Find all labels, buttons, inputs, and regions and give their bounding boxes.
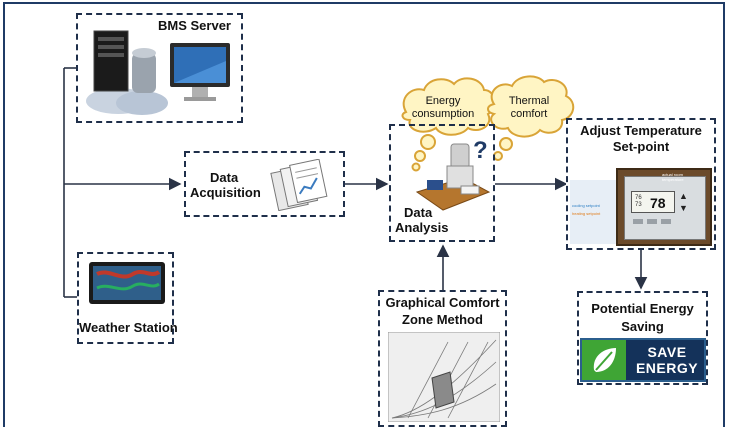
svg-text:?: ?: [473, 137, 488, 164]
energy-saving-box: Potential Energy Saving: [577, 291, 708, 385]
heating-setpoint-label: heating setpoint: [572, 211, 601, 216]
server-computer-icon: [86, 30, 230, 115]
data-analysis-box: ? Data Analysis: [389, 124, 495, 242]
comfort-cloud-line1: Thermal: [508, 95, 550, 107]
actual-temp-line2: temperature: [662, 177, 684, 182]
comfort-method-label-line1: Graphical Comfort: [385, 295, 500, 310]
thermostat-button-1[interactable]: [633, 219, 643, 224]
adjust-setpoint-label-line2: Set-point: [612, 139, 670, 154]
comfort-cloud-line2: comfort: [510, 108, 548, 120]
weather-station-label: Weather Station: [79, 320, 178, 335]
comfort-cloud-text: Thermal comfort: [492, 95, 566, 121]
data-acquisition-label-line2: Acquisition: [190, 185, 261, 200]
energy-cloud-line2: consumption: [411, 108, 475, 120]
psychrometric-chart-image: [388, 332, 500, 422]
bms-server-label: BMS Server: [158, 18, 231, 33]
thermostat-wall-panel: [570, 180, 618, 244]
save-energy-badge: SAVE ENERGY: [580, 338, 706, 382]
bms-server-box: BMS Server: [76, 13, 243, 123]
comfort-method-label-line2: Zone Method: [402, 312, 483, 327]
actual-temp-line1: actual room: [662, 172, 683, 177]
energy-cloud-line1: Energy: [425, 95, 461, 107]
energy-saving-label-line2: Saving: [621, 319, 664, 334]
thermostat-down-icon[interactable]: ▼: [679, 203, 688, 213]
data-acquisition-label-line1: Data: [210, 170, 239, 185]
energy-saving-label-line1: Potential Energy: [591, 301, 694, 316]
weather-map-icon: [89, 262, 165, 304]
thermostat-setpoints: 76 73: [635, 195, 642, 209]
setpoint-top: 76: [635, 195, 642, 201]
thermostat-up-icon[interactable]: ▲: [679, 191, 688, 201]
thought-clouds: [401, 75, 575, 172]
energy-cloud-shape: [401, 77, 496, 136]
save-line2: ENERGY: [635, 360, 699, 376]
leaf-icon: [582, 340, 626, 380]
data-analysis-label-line1: Data: [404, 205, 433, 220]
comfort-method-box: Graphical Comfort Zone Method: [378, 290, 507, 427]
setpoint-bottom: 73: [635, 202, 642, 208]
adjust-setpoint-box: Adjust Temperature Set-point 76 73 78 ▲ …: [566, 118, 716, 250]
data-acquisition-box: Data Acquisition: [184, 151, 345, 217]
outer-frame: [3, 2, 725, 427]
thermostat-frame: 76 73 78 ▲ ▼ actual room temperature: [616, 168, 712, 246]
data-analysis-label-line2: Analysis: [395, 220, 449, 235]
save-energy-text: SAVE ENERGY: [630, 344, 704, 376]
thermostat-body: 76 73 78 ▲ ▼: [624, 176, 706, 240]
comfort-cloud-shape: [487, 75, 575, 138]
cooling-setpoint-label: cooling setpoint: [572, 203, 600, 208]
weather-station-box: Weather Station: [77, 252, 178, 344]
thermostat-button-2[interactable]: [647, 219, 657, 224]
thermostat-display: 76 73 78: [631, 191, 675, 213]
energy-cloud-text: Energy consumption: [404, 95, 482, 121]
analyst-desk-icon: ?: [415, 137, 491, 211]
thermostat-button-3[interactable]: [661, 219, 671, 224]
adjust-setpoint-label-line1: Adjust Temperature: [580, 123, 702, 138]
documents-icon: [270, 159, 328, 211]
save-line1: SAVE: [647, 344, 687, 360]
thermostat-reading: 78: [650, 195, 666, 211]
actual-temp-label: actual room temperature: [662, 172, 684, 182]
